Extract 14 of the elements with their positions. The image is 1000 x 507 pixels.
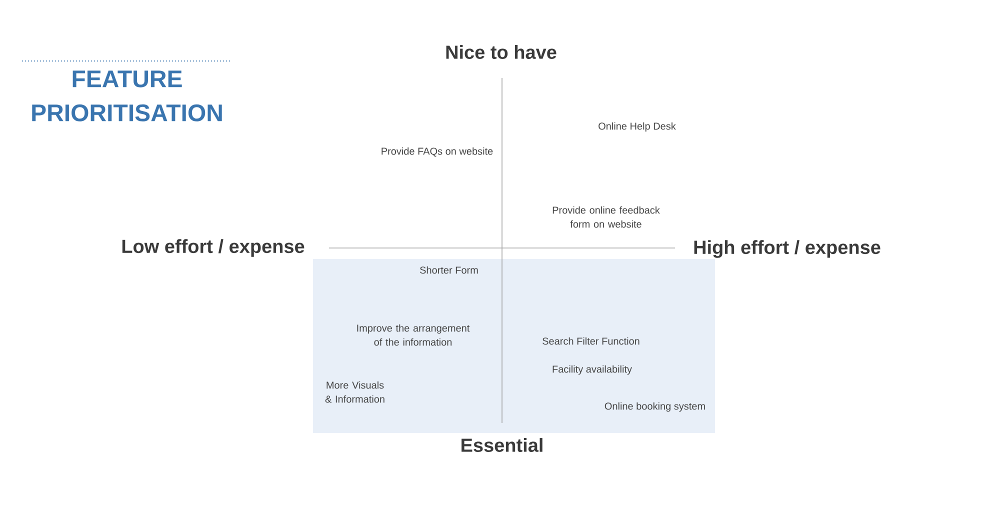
axis-label: Essential <box>462 438 542 452</box>
feature-label: Provide FAQs on website <box>382 147 493 157</box>
title: FEATURE PRIORITISATION <box>32 70 222 122</box>
axis-label: Nice to have <box>446 45 556 59</box>
feature-label: Search Filter Function <box>542 337 640 345</box>
feature-label: Improve the arrangement of the information <box>357 324 470 346</box>
feature-label: Provide online feedback form on website <box>552 206 660 228</box>
axis-label: High effort / expense <box>694 240 880 258</box>
feature-label: Facility availability <box>552 365 632 375</box>
feature-label: Online booking system <box>604 402 705 412</box>
feature-label: Online Help Desk <box>598 122 676 132</box>
axis-label: Low effort / expense <box>122 239 304 257</box>
feature-label: Shorter Form <box>420 266 478 274</box>
feature-label: More Visuals & Information <box>325 381 384 403</box>
